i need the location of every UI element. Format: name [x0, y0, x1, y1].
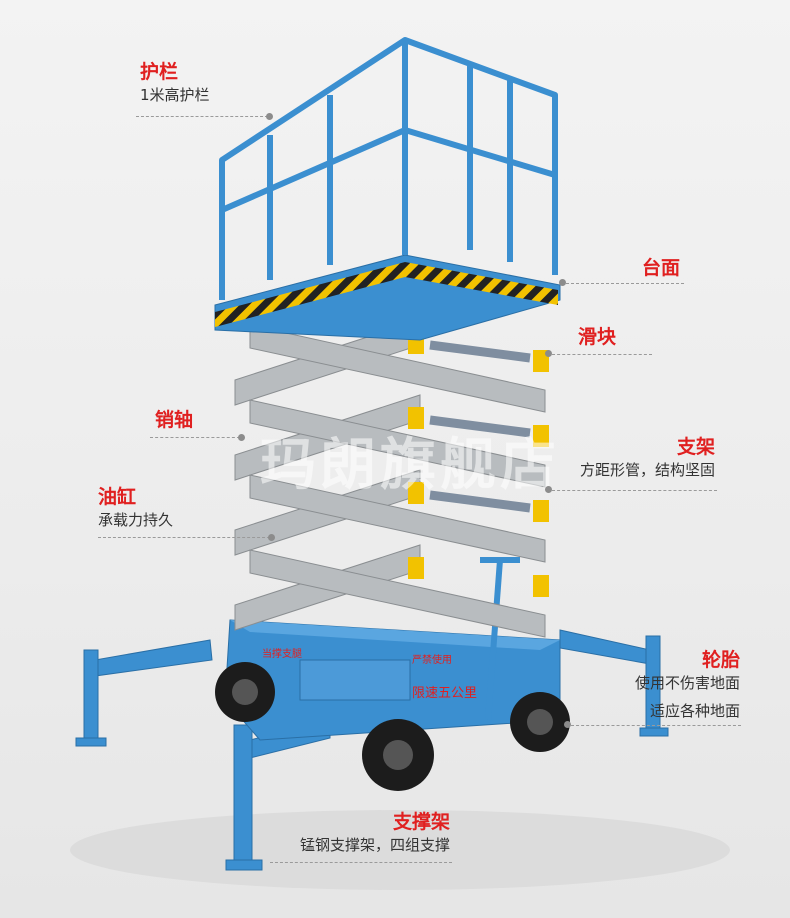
callout-outrigger-title: 支撑架	[392, 811, 450, 833]
callout-guardrail-sub: 1米高护栏	[140, 86, 210, 104]
callout-tire-sub1: 使用不伤害地面	[634, 674, 740, 692]
callout-pin-title: 销轴	[155, 409, 194, 431]
callout-guardrail-title: 护栏	[140, 61, 179, 83]
callout-bracket: 支架 方距形管，结构坚固	[540, 435, 715, 481]
dot-bracket	[545, 486, 552, 493]
leader-guardrail	[136, 116, 268, 117]
callout-bracket-sub: 方距形管，结构坚固	[579, 461, 715, 479]
callout-guardrail: 护栏 1米高护栏	[140, 60, 210, 106]
callout-slider: 滑块	[578, 325, 616, 349]
chassis-speed-text: 限速五公里	[412, 686, 477, 701]
dot-cylinder	[268, 534, 275, 541]
leader-platform	[566, 283, 684, 284]
callout-platform-title: 台面	[641, 257, 680, 279]
dot-slider	[545, 350, 552, 357]
wheel-icon	[215, 662, 570, 791]
watermark: 玛朗旗舰店	[260, 433, 560, 498]
callout-platform: 台面	[630, 256, 680, 280]
dot-platform	[559, 279, 566, 286]
callout-tire: 轮胎 使用不伤害地面 适应各种地面	[600, 648, 740, 722]
chassis: 限速五公里 当撑支腿 严禁使用	[224, 619, 561, 741]
tow-handle	[480, 557, 520, 721]
callout-outrigger-sub: 锰钢支撑架，四组支撑	[299, 836, 450, 854]
guardrail	[219, 37, 558, 300]
leader-bracket	[552, 490, 717, 491]
chassis-warning-left: 当撑支腿	[262, 647, 302, 660]
callout-outrigger: 支撑架 锰钢支撑架，四组支撑	[270, 810, 450, 856]
leader-tire	[571, 725, 741, 726]
dot-pin	[238, 434, 245, 441]
callout-cylinder: 油缸 承载力持久	[98, 485, 173, 531]
platform-deck	[214, 254, 561, 341]
callout-tire-title: 轮胎	[701, 649, 740, 671]
dot-guardrail	[266, 113, 273, 120]
callout-cylinder-sub: 承载力持久	[98, 511, 174, 529]
leader-outrigger	[270, 862, 452, 863]
leader-cylinder	[98, 537, 270, 538]
outrigger-legs	[75, 629, 669, 871]
callout-slider-title: 滑块	[578, 326, 617, 348]
dot-tire	[564, 721, 571, 728]
leader-slider	[552, 354, 652, 355]
callout-bracket-title: 支架	[676, 436, 715, 458]
chassis-warning-right: 严禁使用	[412, 653, 452, 666]
callout-pin: 销轴	[155, 408, 193, 432]
callout-tire-sub2: 适应各种地面	[649, 702, 740, 720]
scissor-stack	[234, 319, 549, 638]
leader-pin	[150, 437, 240, 438]
callout-cylinder-title: 油缸	[98, 486, 137, 508]
